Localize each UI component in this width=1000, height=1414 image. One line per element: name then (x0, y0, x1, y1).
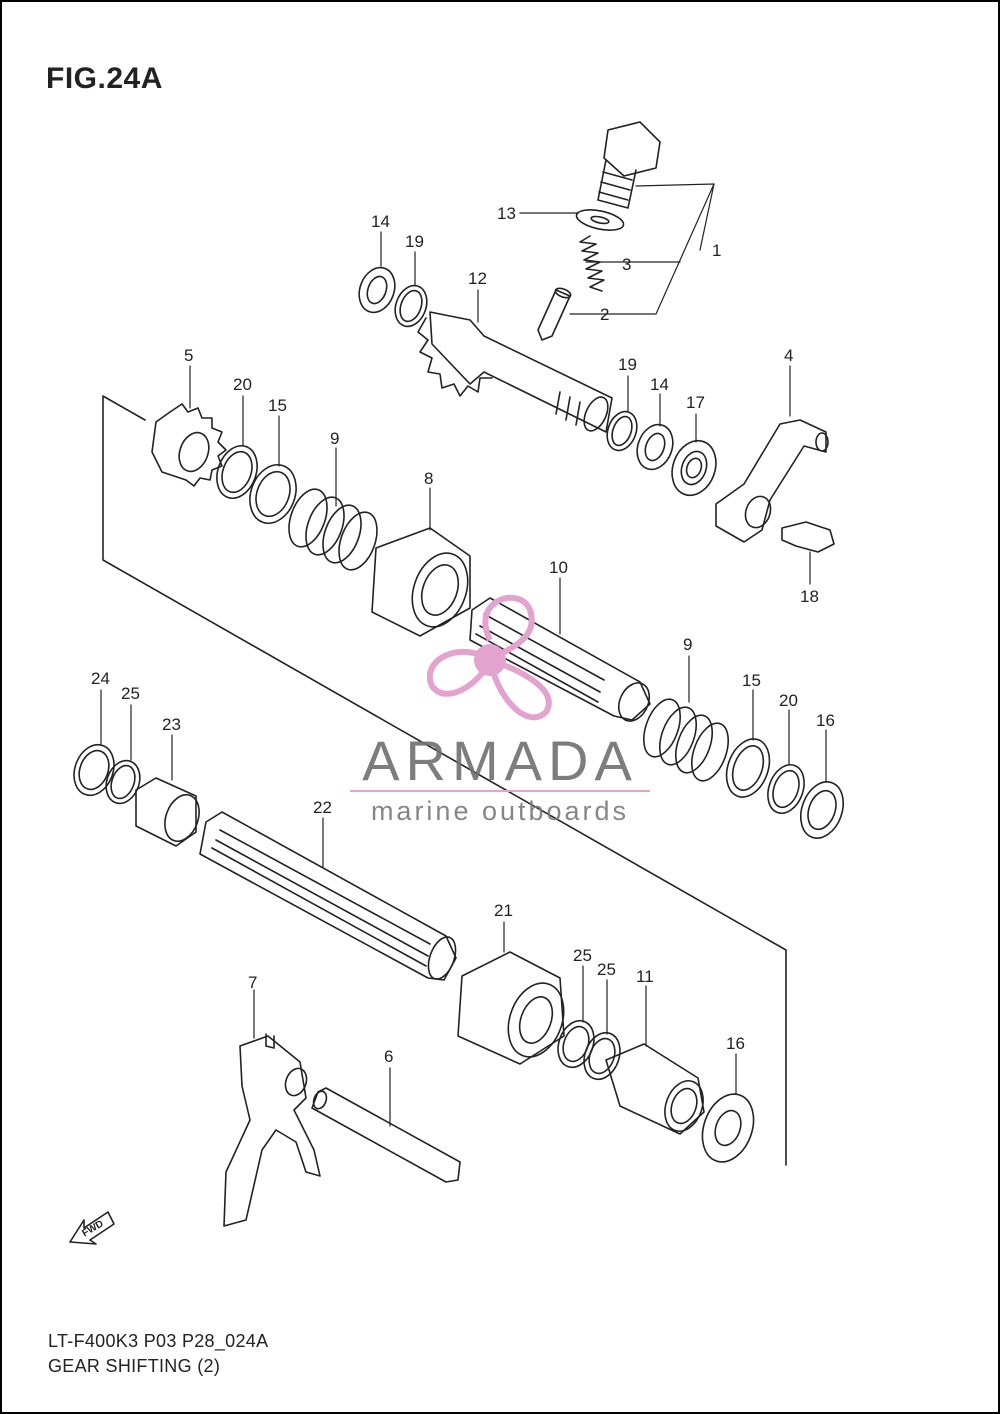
drum-part-8 (371, 527, 471, 637)
figure-caption: GEAR SHIFTING (2) (48, 1356, 221, 1376)
figure-title: FIG.24A (46, 62, 163, 95)
washer-part-16-lower (701, 1093, 755, 1163)
leader-lines (100, 183, 827, 1127)
circlip-part-25-middle (557, 1019, 595, 1069)
callout-9-left: 9 (330, 429, 339, 448)
washer-part-14-right (636, 423, 674, 471)
spring-part-9-left (288, 488, 378, 571)
callout-14-upper: 14 (371, 212, 390, 231)
drum-part-21 (457, 951, 565, 1065)
callout-19-right: 19 (618, 355, 637, 374)
circlip-part-25-left (105, 759, 141, 805)
callout-16-lower: 16 (726, 1034, 745, 1053)
washer-part-15-left (249, 464, 297, 524)
shift-fork-part-7 (223, 1033, 321, 1227)
circlip-part-19-right (606, 410, 638, 452)
callout-25-right: 25 (597, 960, 616, 979)
sleeve-part-23 (135, 777, 200, 847)
callout-6: 6 (384, 1047, 393, 1066)
callout-14-right: 14 (650, 375, 669, 394)
callout-25-middle: 25 (573, 946, 592, 965)
watermark-brand-name: ARMADA (362, 729, 638, 792)
shift-rod-part-6 (311, 1087, 461, 1183)
callout-15-right: 15 (742, 671, 761, 690)
circlip-part-19-upper (394, 284, 428, 328)
circlip-part-25-right (583, 1031, 621, 1081)
washer-part-16-upper (799, 781, 845, 839)
bolt-part-18 (781, 521, 835, 553)
callout-20-right: 20 (779, 691, 798, 710)
bearing-part-17 (671, 439, 717, 497)
bearing-sleeve-part-11 (605, 1043, 705, 1135)
callout-11: 11 (636, 967, 654, 986)
callout-15-left: 15 (268, 396, 287, 415)
callout-17: 17 (686, 393, 705, 412)
callout-5: 5 (184, 346, 193, 365)
callout-20-left: 20 (233, 375, 252, 394)
spring-part-9-right (642, 698, 730, 782)
pin-part-2 (537, 287, 572, 341)
washer-part-24 (73, 743, 115, 797)
watermark-propeller-icon (426, 594, 552, 721)
bolt-part (597, 121, 661, 209)
spring-part-3 (579, 235, 605, 292)
callout-2: 2 (600, 305, 609, 324)
fwd-arrow-icon (69, 1211, 115, 1245)
circlip-part-20-right (767, 763, 805, 815)
circlip-part-20-left (216, 445, 258, 499)
callout-13: 13 (497, 204, 516, 223)
callout-7: 7 (248, 973, 257, 992)
callout-22: 22 (313, 798, 332, 817)
callout-16-upper: 16 (816, 711, 835, 730)
callout-3: 3 (622, 255, 631, 274)
watermark-divider (350, 790, 650, 792)
callout-24: 24 (91, 669, 110, 688)
washer-part-13 (575, 209, 625, 231)
watermark-tagline: marine outboards (370, 796, 630, 826)
callout-18: 18 (800, 587, 819, 606)
callout-4: 4 (784, 346, 793, 365)
callout-19-upper: 19 (405, 232, 424, 251)
long-shaft-part-22 (199, 811, 457, 981)
callout-21: 21 (494, 901, 513, 920)
model-code: LT-F400K3 P03 P28_024A (48, 1331, 269, 1351)
callout-1: 1 (712, 241, 721, 260)
callout-10: 10 (549, 558, 568, 577)
callout-12: 12 (468, 269, 487, 288)
shift-arm-part-4 (715, 419, 829, 543)
callout-labels: 1 2 3 13 14 19 12 5 20 15 9 8 19 14 17 4… (80, 204, 835, 1239)
callout-25-left: 25 (121, 684, 140, 703)
callout-9-right: 9 (683, 635, 692, 654)
washer-part-14-upper (358, 266, 396, 314)
callout-23: 23 (162, 715, 181, 734)
assembly-bracket-lines (102, 395, 787, 1166)
shift-shaft-part-12 (417, 311, 613, 433)
callout-8: 8 (424, 469, 433, 488)
washer-part-15-right (725, 738, 771, 798)
gear-part-5 (151, 403, 227, 487)
